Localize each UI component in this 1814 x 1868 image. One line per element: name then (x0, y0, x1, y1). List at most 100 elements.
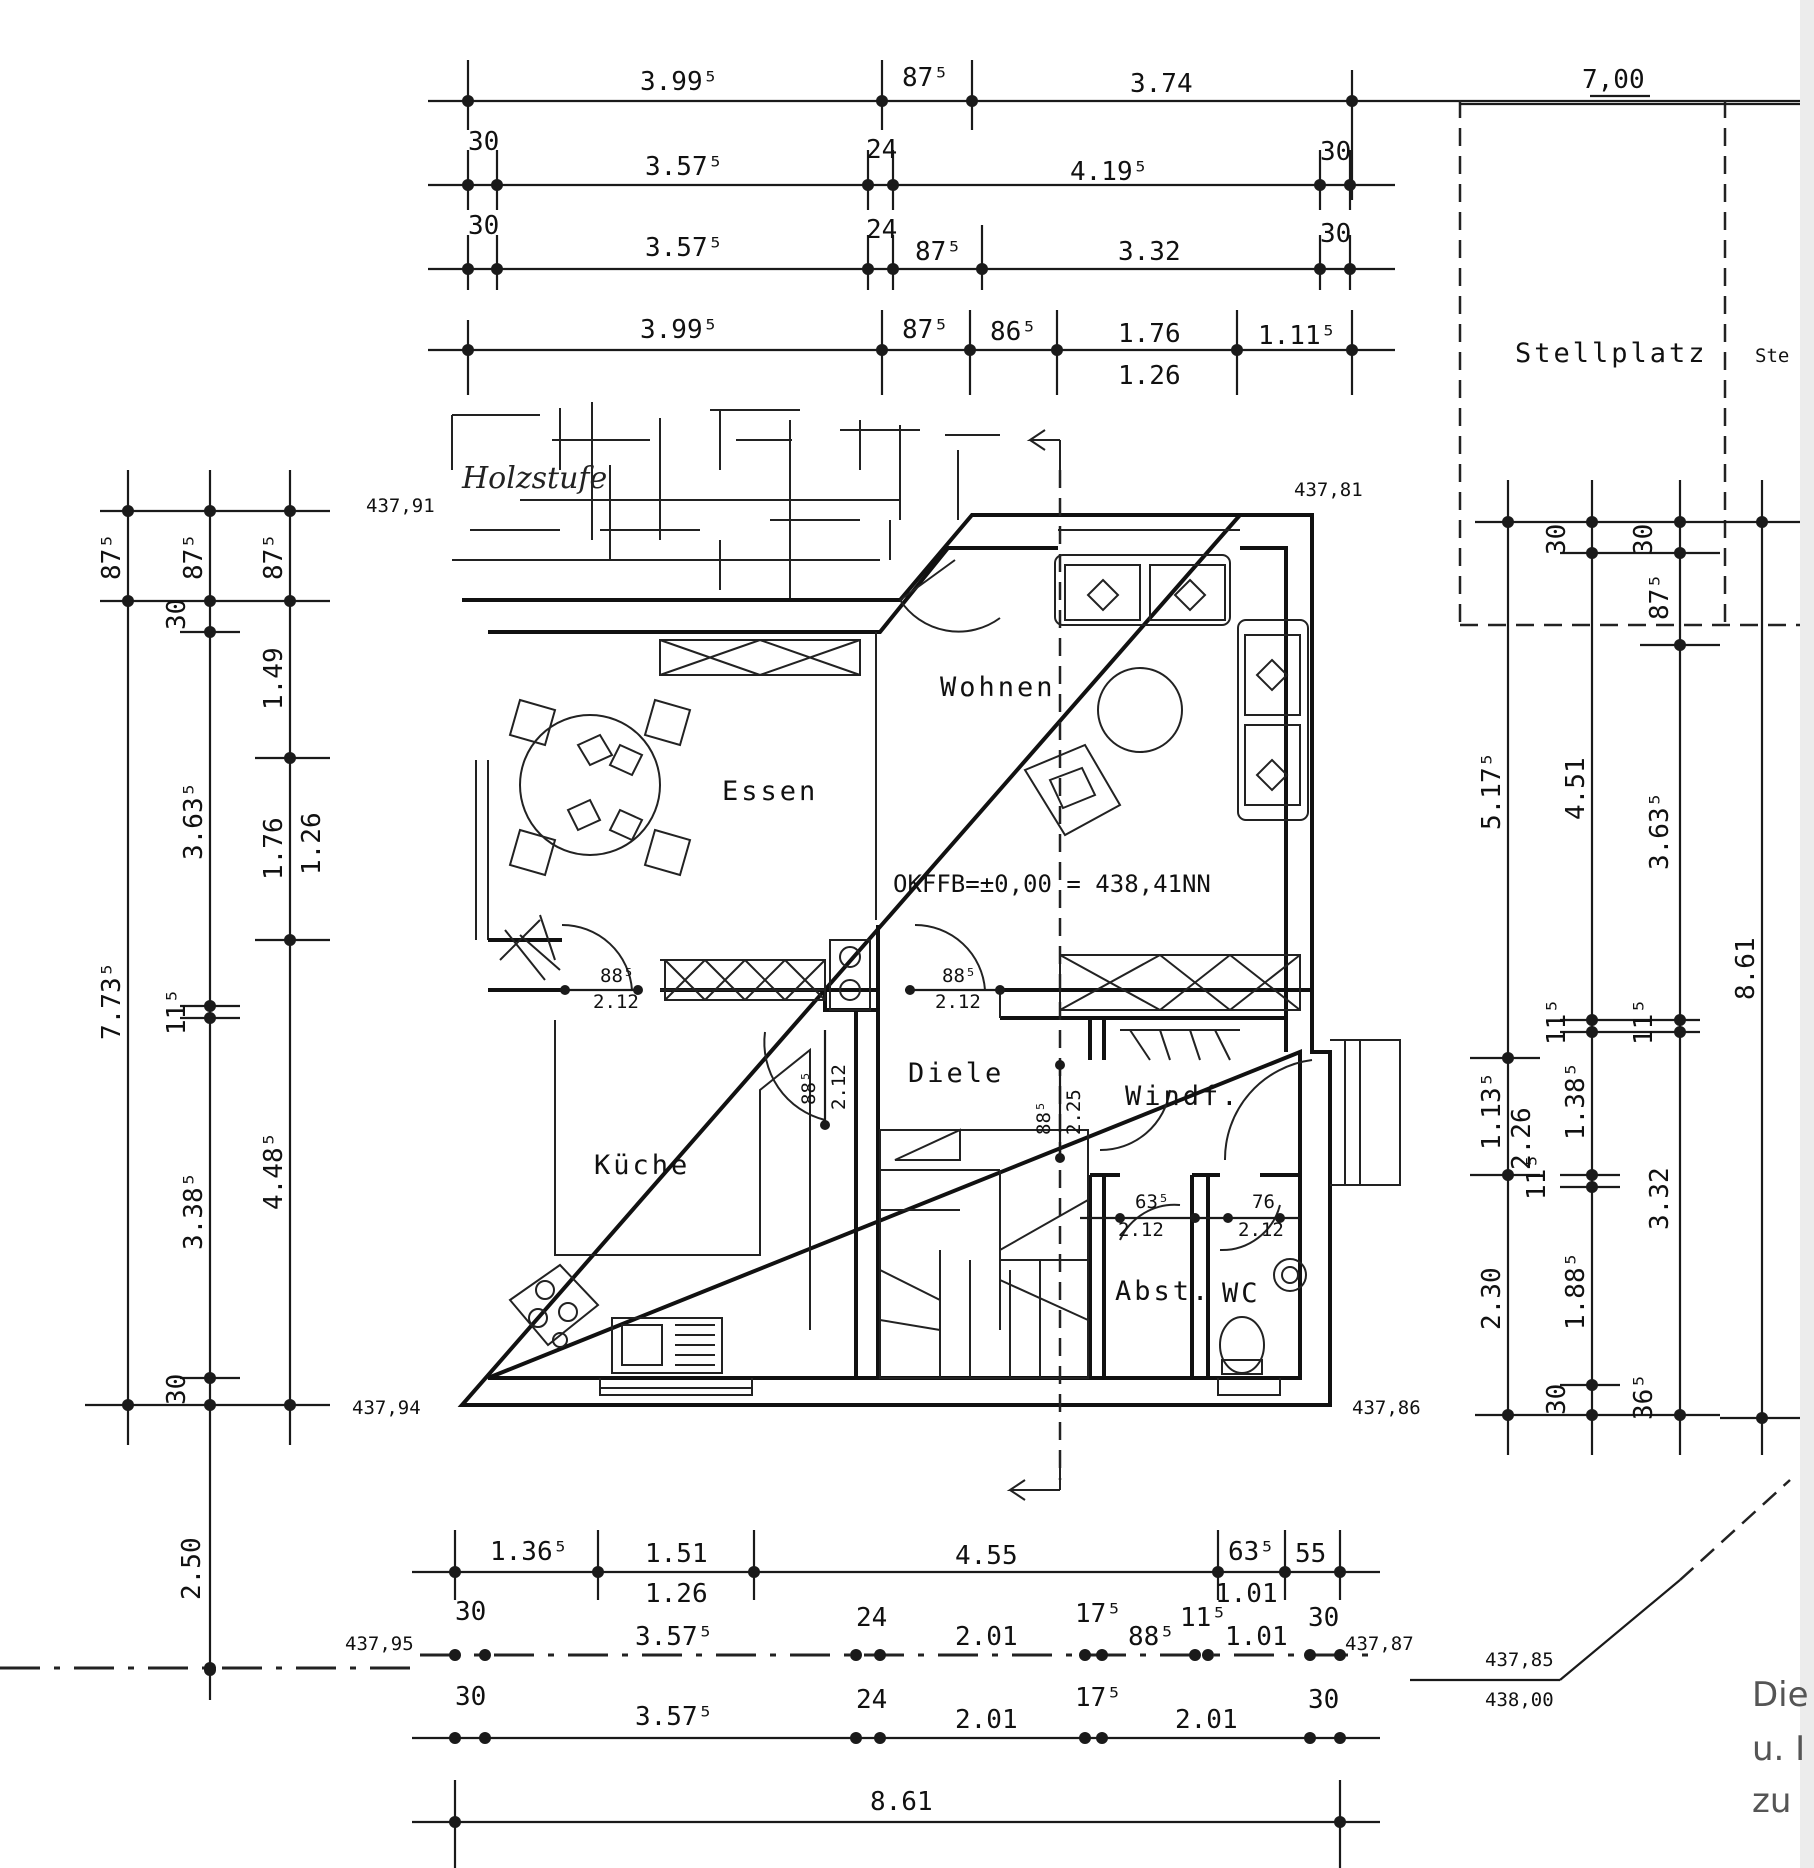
dim-bottom-1-e: 55 (1295, 1539, 1326, 1569)
dim-right-b: 30 (1629, 524, 1659, 555)
opening-abst-width: 63⁵ (1135, 1191, 1169, 1213)
dim-top-4-c: 86⁵ (990, 317, 1037, 347)
elevation-street-lower: 438,00 (1485, 1689, 1554, 1711)
dim-top-4-b: 87⁵ (902, 315, 949, 345)
dim-left-i: 7.73⁵ (97, 962, 127, 1040)
dim-top-1-a: 3.99⁵ (640, 67, 718, 97)
stellplatz-label-cut: Ste (1755, 345, 1789, 367)
dim-top-2-b: 3.57⁵ (645, 152, 723, 182)
room-labels: Wohnen Essen Diele Windf. Küche Abst. WC… (594, 672, 1258, 1309)
house-walls (457, 513, 1401, 1407)
dim-left-d: 30 (162, 599, 192, 630)
note-line-1: Die (1752, 1675, 1809, 1715)
dim-right-g: 8.61 (1731, 937, 1761, 1000)
dim-right-j: 1.13⁵ (1477, 1072, 1507, 1150)
dim-top-2-a: 30 (468, 127, 499, 157)
dim-bottom-3-d: 2.01 (955, 1705, 1018, 1735)
staircase (879, 1128, 1089, 1379)
room-essen: Essen (722, 776, 818, 807)
dim-top-4-a: 3.99⁵ (640, 315, 718, 345)
opening-essen-width: 88⁵ (600, 965, 634, 987)
right-dimension-chains: 30 30 87⁵ 5.17⁵ 4.51 3.63⁵ 8.61 11⁵ 11⁵ … (1352, 480, 1800, 1455)
dim-bottom-3-c: 24 (856, 1685, 887, 1715)
dim-right-d: 5.17⁵ (1477, 752, 1507, 830)
opening-dimensions: 88⁵ 2.12 88⁵ 2.12 88⁵ 2.12 88⁵ 2.25 63⁵ … (560, 965, 1300, 1241)
dim-left-e: 1.49 (259, 647, 289, 710)
opening-windfang-height: 2.25 (1063, 1089, 1085, 1135)
dim-top-3-f: 30 (1320, 219, 1351, 249)
left-dimension-chains: 87⁵ 87⁵ 87⁵ 30 1.49 3.63⁵ 1.76 1.26 7.73… (85, 470, 421, 1700)
dim-bottom-1-f: 1.26 (645, 1579, 708, 1609)
dim-left-g: 1.76 (259, 817, 289, 880)
dim-bottom-2-i: 30 (1308, 1603, 1339, 1633)
note-line-3: zu (1752, 1781, 1791, 1821)
dim-bottom-3-g: 30 (1308, 1685, 1339, 1715)
dim-bottom-4-total: 8.61 (870, 1787, 933, 1817)
dim-right-c: 87⁵ (1645, 573, 1675, 620)
dim-left-n: 2.50 (177, 1537, 207, 1600)
dim-bottom-2-h: 1.01 (1225, 1622, 1288, 1652)
floor-level-label: OKFFB=±0,00 = 438,41NN (893, 870, 1211, 898)
opening-windfang-width: 88⁵ (1033, 1101, 1055, 1135)
dim-right-a: 30 (1542, 524, 1572, 555)
dim-left-f: 3.63⁵ (179, 782, 209, 860)
elevation-path-w: 437,95 (345, 1633, 414, 1655)
opening-abst-height: 2.12 (1118, 1219, 1164, 1241)
dim-top-4-e: 1.11⁵ (1258, 321, 1336, 351)
dim-top-3-b: 3.57⁵ (645, 233, 723, 263)
dim-left-l: 4.48⁵ (259, 1132, 289, 1210)
opening-wc-height: 2.12 (1238, 1219, 1284, 1241)
handwritten-note-holzstufe: Holzstufe (461, 461, 607, 496)
dim-bottom-3-b: 3.57⁵ (635, 1702, 713, 1732)
opening-wc-width: 76 (1252, 1191, 1275, 1213)
dim-bottom-1-b: 1.51 (645, 1539, 708, 1569)
dim-bottom-1-c: 4.55 (955, 1541, 1018, 1571)
dim-left-a: 87⁵ (97, 533, 127, 580)
dim-top-1-c: 3.74 (1130, 69, 1193, 99)
dim-top-3-d: 87⁵ (915, 237, 962, 267)
dim-left-k: 3.38⁵ (179, 1172, 209, 1250)
dim-bottom-2-b: 3.57⁵ (635, 1622, 713, 1652)
dim-right-e: 4.51 (1561, 757, 1591, 820)
room-abstellraum: Abst. (1115, 1276, 1211, 1307)
doors (561, 559, 1313, 1252)
dim-bottom-2-f: 88⁵ (1128, 1622, 1175, 1652)
room-stellplatz: Stellplatz (1515, 338, 1708, 369)
dim-top-2-c: 24 (866, 135, 897, 165)
bottom-dimension-chains: 1.36⁵ 1.51 4.55 63⁵ 55 1.26 1.01 30 3.57… (0, 1479, 1791, 1868)
dim-right-r: 36⁵ (1629, 1373, 1659, 1420)
room-windfang: Windf. (1125, 1081, 1241, 1112)
opening-wohnen-width: 88⁵ (942, 965, 976, 987)
dim-left-h: 1.26 (297, 812, 327, 875)
dim-right-f: 3.63⁵ (1645, 792, 1675, 870)
dim-bottom-1-a: 1.36⁵ (490, 1537, 568, 1567)
dim-left-b: 87⁵ (179, 533, 209, 580)
parking-area: 7,00 Stellplatz Ste (1458, 65, 1800, 627)
furniture (499, 554, 1309, 1379)
elevation-nw: 437,91 (366, 495, 435, 517)
opening-essen-height: 2.12 (593, 991, 639, 1013)
dim-left-c: 87⁵ (259, 533, 289, 580)
room-diele: Diele (908, 1058, 1004, 1089)
elevation-street-upper: 437,85 (1485, 1649, 1554, 1671)
terrace-sketch: Holzstufe 437,91 437,81 (366, 402, 1363, 600)
dim-top-3-c: 24 (866, 215, 897, 245)
dim-bottom-3-e: 17⁵ (1075, 1683, 1122, 1713)
dim-bottom-2-d: 2.01 (955, 1622, 1018, 1652)
dim-bottom-1-d: 63⁵ (1228, 1537, 1275, 1567)
elevation-ne: 437,81 (1294, 479, 1363, 501)
dim-bottom-3-f: 2.01 (1175, 1705, 1238, 1735)
room-kueche: Küche (594, 1150, 690, 1181)
dim-bottom-2-e: 17⁵ (1075, 1599, 1122, 1629)
dim-right-o: 2.30 (1477, 1267, 1507, 1330)
dim-left-m: 30 (162, 1374, 192, 1405)
dim-top-3-a: 30 (468, 211, 499, 241)
opening-wohnen-height: 2.12 (935, 991, 981, 1013)
dim-bottom-3-a: 30 (455, 1682, 486, 1712)
dim-top-4-d: 1.76 (1118, 319, 1181, 349)
dim-top-4-f: 1.26 (1118, 361, 1181, 391)
dim-right-h: 11⁵ (1542, 998, 1572, 1045)
dim-right-i: 11⁵ (1629, 998, 1659, 1045)
room-wohnen: Wohnen (940, 672, 1056, 703)
